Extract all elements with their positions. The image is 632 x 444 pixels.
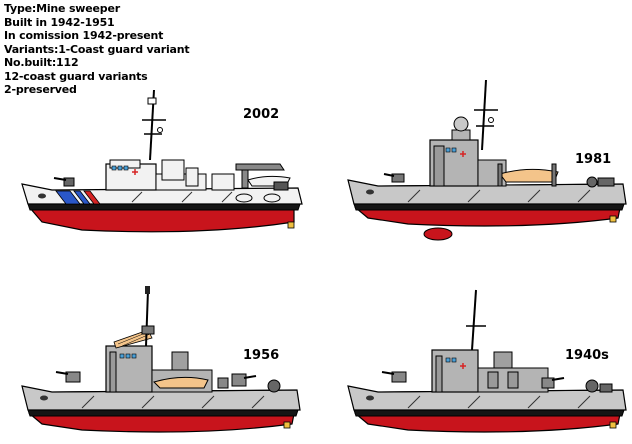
info-type: Type:Mine sweeper bbox=[4, 2, 120, 15]
info-variants: Variants:1-Coast guard variant bbox=[4, 42, 190, 56]
ship-1956 bbox=[21, 286, 301, 433]
info-commission: In comission 1942-present bbox=[4, 29, 164, 42]
ship-1940s bbox=[347, 289, 627, 433]
ship-info-block: Type:Mine sweeper Built in 1942-1951 In … bbox=[4, 2, 190, 97]
info-coast-guard-variants: 12-coast guard variants bbox=[4, 69, 148, 83]
year-label-1981: 1981 bbox=[575, 152, 612, 167]
year-label-1940s: 1940s bbox=[565, 348, 609, 363]
info-built: Built in 1942-1951 bbox=[4, 15, 115, 29]
ship-1981 bbox=[347, 79, 627, 241]
info-number-built: No.built:112 bbox=[4, 56, 79, 69]
year-label-2002: 2002 bbox=[243, 107, 280, 122]
ship-2002 bbox=[21, 89, 303, 233]
year-label-1956: 1956 bbox=[243, 348, 280, 363]
info-preserved: 2-preserved bbox=[4, 83, 77, 96]
